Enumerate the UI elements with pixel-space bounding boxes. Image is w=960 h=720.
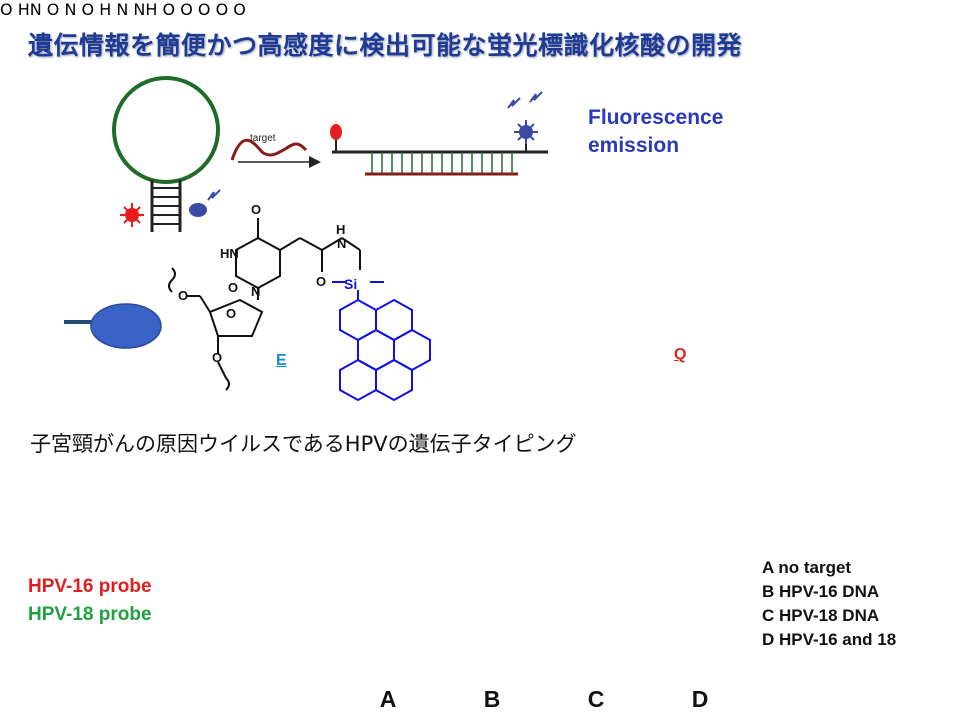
hpv18-probe-label: HPV-18 probe [28,604,152,625]
atom-label: O [251,202,261,217]
sample-legend: A no target B HPV-16 DNA C HPV-18 DNA D … [762,556,896,652]
hybridized-duplex [332,138,548,176]
legend-item: A no target [762,558,852,577]
atom-label: N [116,0,129,19]
atom-label: O [46,0,60,19]
atom-label: O [180,0,193,19]
perylene-group-icon [332,281,431,402]
atom-label: HN [220,246,239,261]
tube-label-d: D [691,686,709,712]
section-subtitle: 子宮頸がんの原因ウイルスであるHPVの遺伝子タイピング [30,432,577,456]
legend-item: C HPV-18 DNA [762,606,880,625]
atom-label: O [212,350,222,365]
structure-e-labels: O HN O N O H N O O O [178,202,346,365]
atom-label: H [99,0,112,19]
target-strand [230,138,321,168]
hpv16-probe-label: HPV-16 probe [28,576,152,597]
atom-label: O [226,306,236,321]
structure-q-labels: O HN O N O H N NH O O O [0,0,216,19]
emission-line1: Fluorescence [588,106,724,129]
atom-label: NH [133,0,158,19]
emission-label: Fluorescence emission [588,104,723,160]
atom-label: O [316,274,326,289]
quencher-starburst-icon [120,203,144,227]
tube-label-c: C [587,686,605,712]
atom-label: H [336,222,345,237]
structure-e [168,218,361,391]
legend-item: B HPV-16 DNA [762,582,880,601]
legend-item: D HPV-16 and 18 [762,630,897,649]
atom-label: O [215,0,229,19]
label-e: E [276,352,287,369]
fluorophore-dot-icon [189,189,221,217]
fluorophore-ellipse-icon [64,303,162,349]
atom-label: N [251,284,260,299]
atom-label: O [233,0,246,19]
atom-label: O [81,0,95,19]
hairpin-probe [112,76,220,232]
atom-label: O [178,288,188,303]
atom-label: N [64,0,77,19]
atom-label: O [197,0,211,19]
tube-label-a: A [379,686,397,712]
atom-label: HN [17,0,42,19]
quencher-icon [330,124,342,140]
target-label: target [250,133,276,144]
atom-label: O [228,280,238,295]
tube-label-b: B [483,686,501,712]
label-q: Q [674,346,687,363]
atom-label: O [162,0,176,19]
emitting-fluorophore-icon [507,91,543,152]
emission-line2: emission [588,134,680,157]
page-title: 遺伝情報を簡便かつ高感度に検出可能な蛍光標識化核酸の開発 [28,31,743,60]
atom-label: N [337,236,346,251]
atom-label: O [0,0,13,19]
si-atom-label: Si [344,276,357,292]
